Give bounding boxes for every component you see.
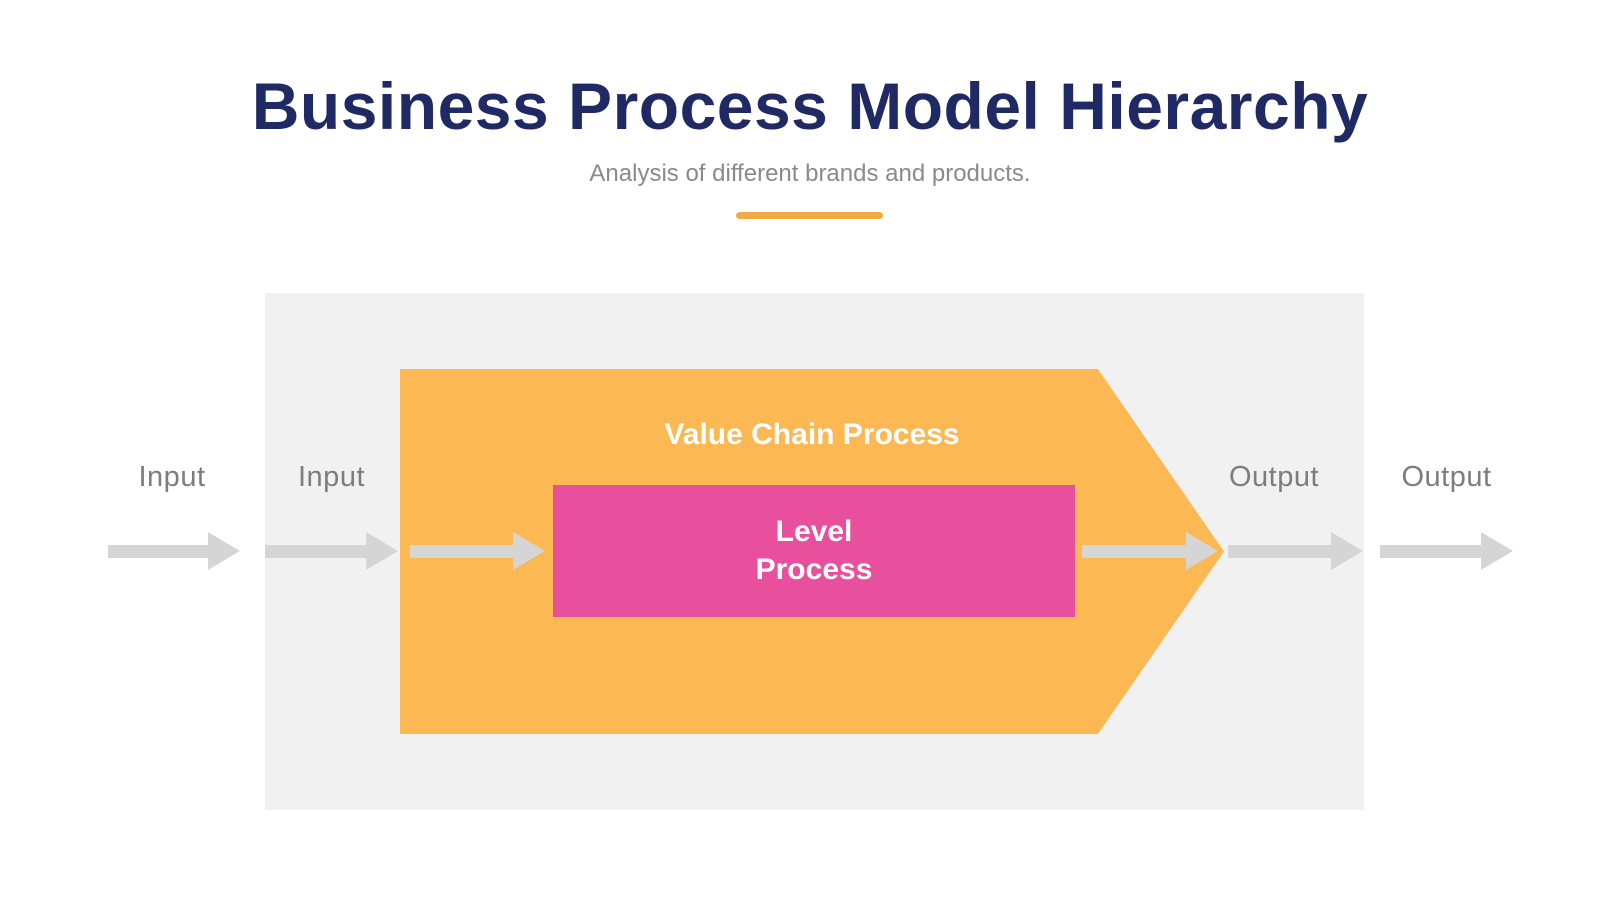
input-label-outer: Input xyxy=(138,461,206,493)
page-title: Business Process Model Hierarchy xyxy=(251,69,1369,143)
input-label-inner: Input xyxy=(298,461,365,493)
arrow-head-icon xyxy=(513,532,545,570)
input-flow-arrow-outer xyxy=(108,532,240,570)
arrow-head-icon xyxy=(1481,532,1513,570)
value-chain-label: Value Chain Process xyxy=(664,418,960,451)
output-flow-arrow-inner xyxy=(1228,532,1363,570)
arrow-head-icon xyxy=(1186,532,1218,570)
arrow-shaft xyxy=(108,544,208,558)
arrow-head-icon xyxy=(1331,532,1363,570)
page-subtitle: Analysis of different brands and product… xyxy=(589,160,1031,187)
chevron-entry-arrow xyxy=(410,532,545,570)
output-flow-arrow-outer xyxy=(1380,532,1513,570)
output-label-inner: Output xyxy=(1228,461,1320,493)
arrow-shaft xyxy=(1228,544,1331,558)
arrow-shaft xyxy=(1380,544,1481,558)
chevron-exit-arrow xyxy=(1082,532,1218,570)
arrow-head-icon xyxy=(366,532,398,570)
title-accent-divider xyxy=(736,212,883,219)
output-label-outer: Output xyxy=(1401,461,1492,493)
level-process-label: Level Process xyxy=(755,515,873,586)
input-flow-arrow-inner xyxy=(265,532,398,570)
arrow-shaft xyxy=(410,544,513,558)
arrow-shaft xyxy=(265,544,366,558)
arrow-shaft xyxy=(1082,544,1186,558)
arrow-head-icon xyxy=(208,532,240,570)
level-process-box: Level Process xyxy=(553,485,1075,617)
